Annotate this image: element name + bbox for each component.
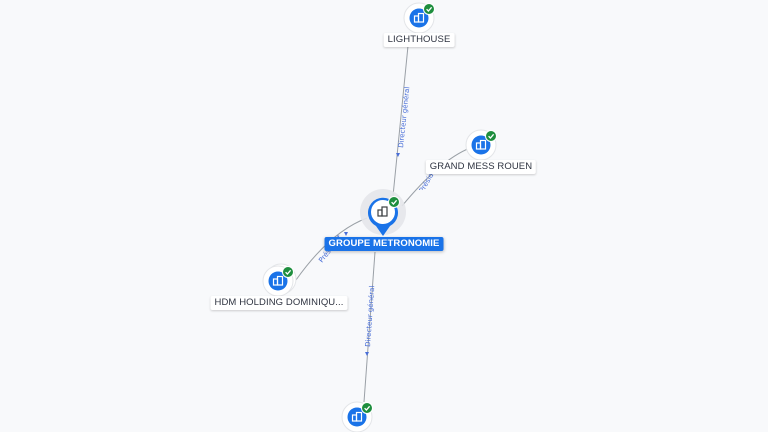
node-label-groupe-metronomie[interactable]: GROUPE METRONOMIE [324, 237, 444, 251]
node-groupe-metronomie[interactable] [360, 189, 406, 236]
verified-check-icon [423, 3, 435, 15]
node-label-lighthouse[interactable]: LIGHTHOUSE [383, 33, 455, 47]
company-building-icon [351, 411, 363, 422]
verified-check-icon [282, 266, 294, 278]
edge-lighthouse[interactable]: Directeur général [392, 45, 411, 197]
edge-arrows [344, 153, 400, 356]
edge-label-bottom: Directeur général [364, 285, 376, 347]
edge-label-lighthouse: Directeur général [397, 86, 411, 148]
verified-check-icon [361, 402, 373, 414]
verified-check-icon [388, 196, 400, 208]
edge-bottom[interactable]: Directeur général [363, 251, 376, 403]
node-lighthouse[interactable] [403, 2, 435, 34]
edge-grand-mess[interactable]: Président [401, 147, 471, 207]
node-grand-mess-rouen[interactable] [465, 129, 497, 161]
company-building-icon [272, 275, 284, 286]
company-building-icon [413, 12, 425, 23]
node-label-hdm-holding[interactable]: HDM HOLDING DOMINIQU... [210, 296, 348, 310]
company-building-icon [377, 206, 388, 217]
verified-check-icon [485, 130, 497, 142]
node-bottom-company[interactable] [341, 401, 373, 432]
company-building-icon [475, 139, 487, 150]
node-hdm-holding[interactable] [262, 263, 297, 297]
node-label-grand-mess-rouen[interactable]: GRAND MESS ROUEN [425, 160, 537, 174]
